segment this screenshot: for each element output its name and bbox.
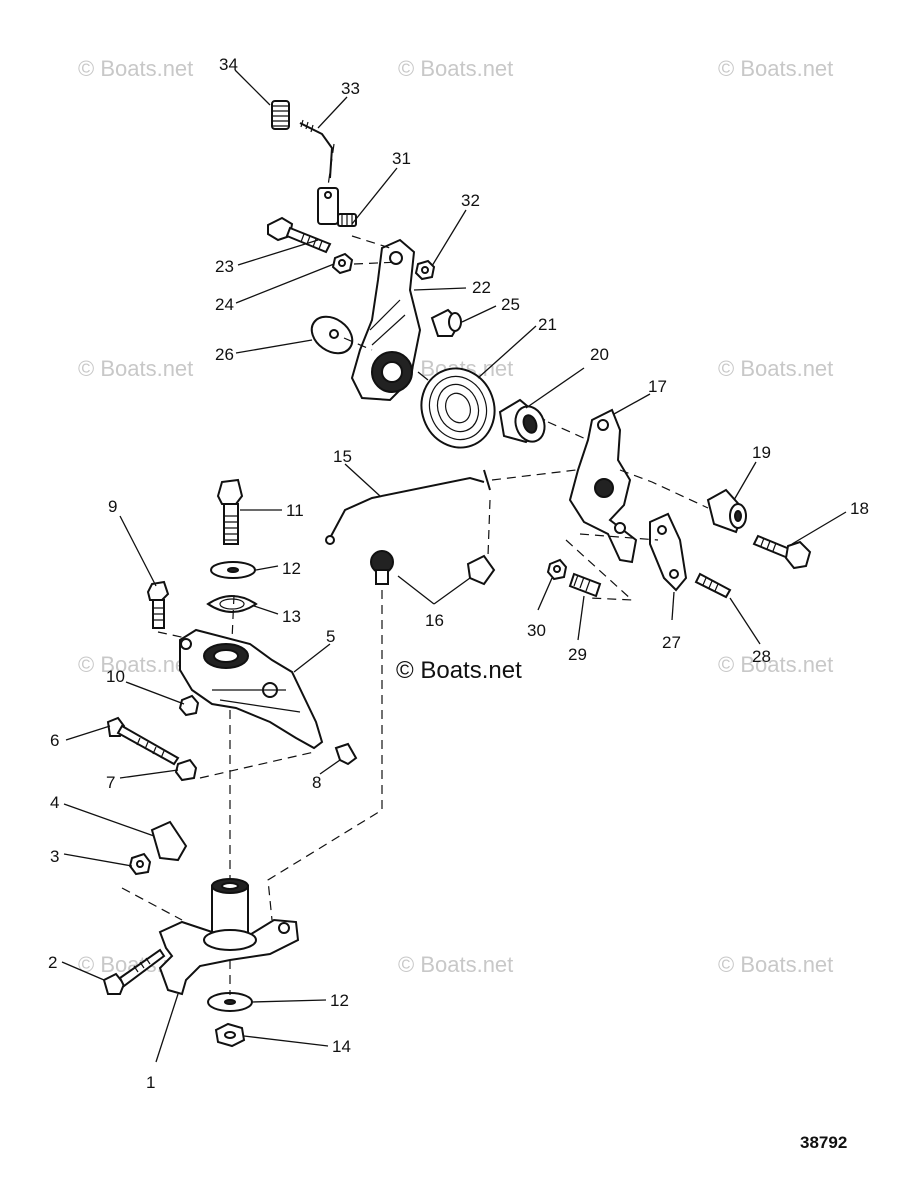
callout-9: 9	[108, 497, 117, 516]
part-5-throttle-arm	[179, 628, 324, 750]
part-18-bolt	[752, 534, 812, 570]
callout-27: 27	[662, 633, 681, 652]
part-11-bolt	[216, 478, 244, 545]
part-30-nut	[546, 558, 568, 581]
part-34-spring	[271, 100, 290, 130]
callout-1: 1	[146, 1073, 155, 1092]
callout-25: 25	[501, 295, 520, 314]
callout-4: 4	[50, 793, 59, 812]
watermark: © Boats.net	[78, 356, 193, 381]
watermark: © Boats.net	[398, 56, 513, 81]
callout-10: 10	[106, 667, 125, 686]
part-12-washer	[210, 561, 256, 579]
callout-7: 7	[106, 773, 115, 792]
callout-21: 21	[538, 315, 557, 334]
part-22-cam-arm	[350, 238, 422, 402]
part-26-washer	[310, 315, 354, 355]
part-8-cap	[334, 742, 358, 766]
callout-34: 34	[219, 55, 238, 74]
callout-12: 12	[282, 559, 301, 578]
callout-31: 31	[392, 149, 411, 168]
callout-19: 19	[752, 443, 771, 462]
part-28-screw	[694, 572, 732, 599]
part-25-cap	[430, 308, 462, 337]
part-12-washer-lower	[207, 992, 253, 1012]
callout-labels: 34 33 31 32 23 24 22 25 26 21 20 17 19 1…	[48, 55, 869, 1092]
callout-12-lower: 12	[330, 991, 349, 1010]
watermark: © Boats.net	[78, 56, 193, 81]
watermark-center: © Boats.net	[396, 657, 522, 684]
callout-24: 24	[215, 295, 234, 314]
part-2-bolt	[102, 948, 166, 995]
part-15-link-rod	[325, 469, 491, 545]
callout-8: 8	[312, 773, 321, 792]
watermark: © Boats.net	[718, 652, 833, 677]
callout-2: 2	[48, 953, 57, 972]
callout-11: 11	[286, 501, 304, 520]
callout-5: 5	[326, 627, 335, 646]
callout-6: 6	[50, 731, 59, 750]
part-13-wave-washer	[206, 595, 258, 613]
part-21-coil-spring	[417, 367, 496, 449]
callout-16: 16	[425, 611, 444, 630]
callout-3: 3	[50, 847, 59, 866]
part-9-screw	[146, 580, 170, 629]
watermark: © Boats.net	[78, 652, 193, 677]
part-29-spring	[568, 572, 602, 598]
callout-18: 18	[850, 499, 869, 518]
watermark: © Boats.net	[718, 56, 833, 81]
callout-26: 26	[215, 345, 234, 364]
callout-29: 29	[568, 645, 587, 664]
part-16-ball-joint	[370, 550, 496, 586]
part-3-nut	[128, 852, 152, 876]
watermark: © Boats.net	[718, 356, 833, 381]
part-32-nut	[414, 259, 436, 281]
callout-28: 28	[752, 647, 771, 666]
callout-30: 30	[527, 621, 546, 640]
figure-number: 38792	[800, 1133, 847, 1152]
part-33-link-rod	[299, 119, 334, 179]
part-7-nut	[174, 758, 198, 782]
callout-13: 13	[282, 607, 301, 626]
part-19-bushing	[706, 488, 747, 534]
part-20-bushing	[498, 398, 546, 444]
callout-17: 17	[648, 377, 667, 396]
part-10-nut	[178, 694, 200, 717]
callout-22: 22	[472, 278, 491, 297]
callout-15: 15	[333, 447, 352, 466]
callout-23: 23	[215, 257, 234, 276]
part-24-nut	[331, 252, 354, 275]
part-6-bolt	[106, 716, 180, 766]
callout-14: 14	[332, 1037, 351, 1056]
part-31-swivel	[317, 187, 357, 227]
assembly-dashed-lines	[121, 143, 709, 995]
part-14-nut	[214, 1022, 246, 1048]
callout-33: 33	[341, 79, 360, 98]
callout-20: 20	[590, 345, 609, 364]
watermark: © Boats.net	[398, 952, 513, 977]
callout-32: 32	[461, 191, 480, 210]
watermark: © Boats.net	[718, 952, 833, 977]
part-23-bolt	[267, 216, 332, 254]
part-27-link	[649, 512, 688, 592]
part-17-lever	[568, 408, 638, 564]
part-4-cap	[150, 820, 188, 862]
leader-lines	[61, 69, 847, 1063]
part-1-bracket	[158, 878, 300, 996]
